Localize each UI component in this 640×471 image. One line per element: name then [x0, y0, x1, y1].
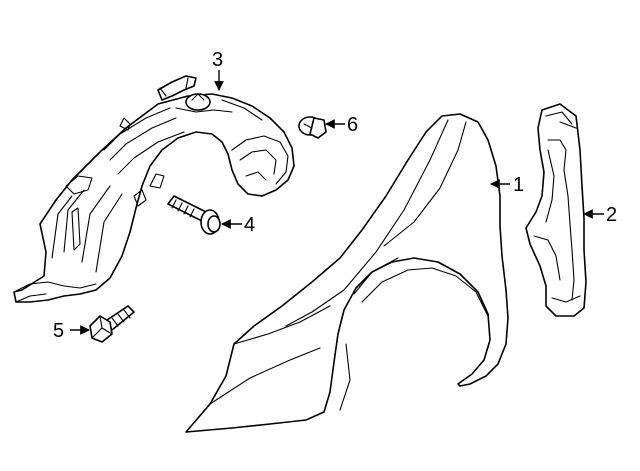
- bolt-4-part[interactable]: [167, 195, 221, 235]
- callout-3: 3: [212, 49, 224, 91]
- bolt-5-part[interactable]: [89, 305, 135, 343]
- callout-6: 6: [325, 114, 358, 136]
- callout-1: 1: [490, 174, 524, 196]
- callout-4: 4: [221, 214, 255, 236]
- callout-2: 2: [583, 204, 617, 226]
- fender-part[interactable]: [185, 113, 509, 433]
- callout-4-label: 4: [244, 214, 255, 236]
- callout-1-label: 1: [513, 174, 524, 196]
- callout-5-label: 5: [53, 320, 64, 342]
- fender-liner-part[interactable]: [13, 75, 295, 303]
- callout-2-label: 2: [606, 204, 617, 226]
- clip-6-part[interactable]: [298, 116, 327, 139]
- callout-6-label: 6: [347, 114, 358, 136]
- callout-5: 5: [53, 320, 90, 342]
- callout-3-label: 3: [212, 49, 223, 71]
- bracket-part[interactable]: [525, 103, 587, 317]
